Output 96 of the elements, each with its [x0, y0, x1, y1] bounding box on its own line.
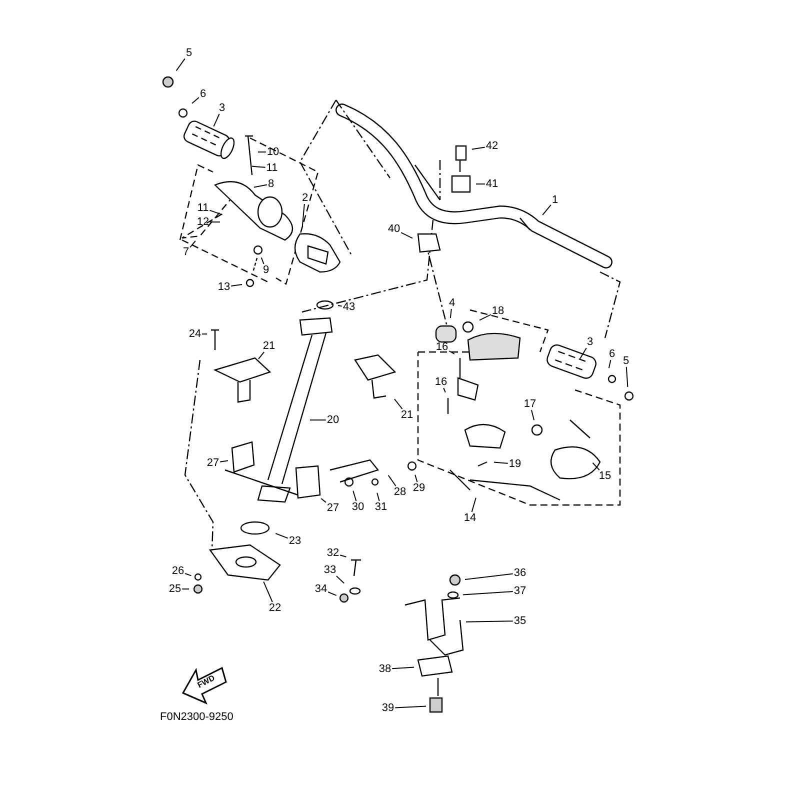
leader-line [376, 492, 380, 502]
leader-line [542, 204, 552, 216]
callout-number: 23 [288, 535, 302, 547]
callout-number: 9 [262, 264, 270, 276]
leader-line [328, 592, 337, 596]
leader-line [531, 410, 534, 421]
leader-line [302, 204, 305, 226]
callout-number: 1 [550, 194, 560, 206]
leader-line [253, 184, 268, 188]
callout-number: 2 [300, 192, 310, 204]
leader-line [258, 352, 265, 360]
callout-number: 39 [380, 702, 396, 714]
leader-line [230, 284, 242, 286]
callout-number: 26 [170, 565, 186, 577]
direction-label: FWD [196, 673, 216, 690]
callout-number: 21 [400, 409, 414, 421]
leader-line [608, 360, 612, 369]
callout-number: 27 [206, 457, 220, 469]
leader-line [592, 462, 600, 470]
leader-line [580, 348, 587, 360]
callout-number: 13 [216, 281, 232, 293]
leader-line [263, 581, 273, 602]
leader-line [388, 474, 396, 486]
leader-line [336, 576, 345, 584]
callout-number: 33 [322, 564, 338, 576]
callout-number: 8 [266, 178, 276, 190]
callout-number: 41 [484, 178, 500, 190]
callout-number: 34 [314, 583, 328, 595]
leader-line [340, 554, 347, 558]
leader-line [626, 366, 628, 388]
leader-line [213, 114, 220, 127]
callout-number: 24 [188, 328, 202, 340]
callout-number: 19 [508, 458, 522, 470]
leader-line [494, 462, 508, 464]
callout-number: 16 [434, 376, 448, 388]
leader-line [220, 460, 228, 462]
callout-number: 5 [184, 47, 194, 59]
leader-line [394, 706, 426, 708]
callout-number: 14 [462, 512, 478, 524]
leader-line [462, 591, 514, 596]
leader-line [192, 97, 200, 104]
callout-number: 22 [268, 602, 282, 614]
callout-number: 43 [342, 301, 356, 313]
callout-number: 36 [512, 567, 528, 579]
leader-line [352, 490, 357, 502]
leader-line [448, 350, 455, 354]
callout-number: 11 [265, 162, 279, 174]
callout-number: 35 [512, 615, 528, 627]
leader-line [471, 497, 476, 512]
callout-number: 11 [196, 202, 210, 214]
leader-line [394, 398, 403, 410]
callout-number: 21 [262, 340, 276, 352]
callout-number: 25 [168, 583, 182, 595]
callout-number: 40 [386, 223, 402, 235]
callout-number: 7 [182, 246, 190, 258]
leader-line [400, 232, 413, 239]
leader-line [464, 573, 514, 580]
leader-line [338, 305, 342, 307]
callout-number: 32 [326, 547, 340, 559]
leader-line [450, 308, 452, 318]
callout-number: 31 [374, 501, 388, 513]
callout-number: 6 [198, 88, 208, 100]
callout-number: 37 [512, 585, 528, 597]
callout-number: 18 [490, 305, 506, 317]
callout-number: 30 [350, 501, 366, 513]
leader-line [252, 166, 266, 168]
leader-line [260, 257, 264, 264]
callout-number: 20 [326, 414, 340, 426]
callout-number: 42 [484, 140, 500, 152]
leader-line [466, 620, 514, 622]
callout-number: 38 [378, 663, 392, 675]
callout-number: 3 [586, 336, 594, 348]
callout-number: 29 [412, 482, 426, 494]
callout-number: 27 [326, 502, 340, 514]
leader-line [479, 314, 492, 321]
leader-line [320, 498, 326, 503]
leader-line [414, 474, 418, 482]
leader-line [209, 210, 223, 216]
callout-number: 12 [196, 216, 210, 228]
leader-line [176, 58, 186, 72]
leader-line [190, 240, 196, 248]
callout-number: 3 [218, 102, 226, 114]
callout-number: 28 [392, 486, 408, 498]
leader-line [275, 533, 288, 539]
callout-number: 5 [622, 355, 630, 367]
leader-line [392, 666, 414, 670]
leader-line [184, 573, 192, 576]
callout-number: 16 [434, 341, 450, 353]
leader-line [443, 388, 446, 393]
callout-number: 4 [448, 297, 456, 309]
leader-line [182, 588, 190, 590]
callout-number: 6 [608, 348, 616, 360]
leader-line [471, 146, 486, 150]
callout-number: 15 [598, 470, 612, 482]
callout-number: 17 [522, 398, 538, 410]
drawing-code: F0N2300-9250 [160, 711, 234, 723]
